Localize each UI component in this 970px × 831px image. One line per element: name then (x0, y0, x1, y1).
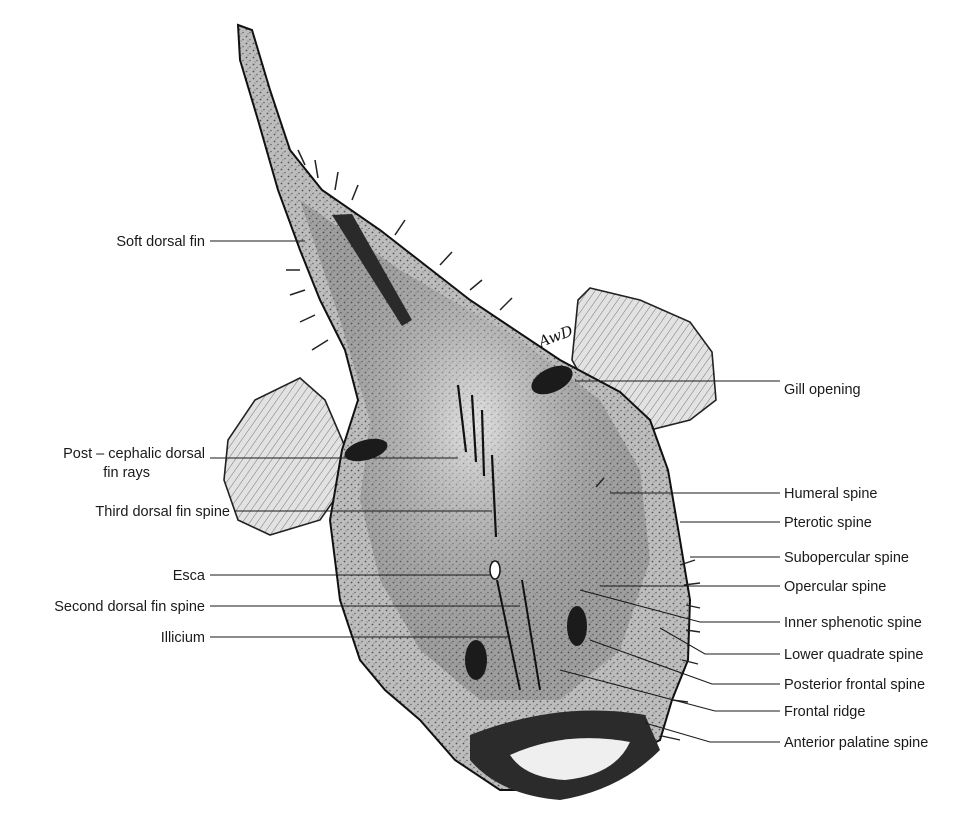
label-frontal-ridge: Frontal ridge (784, 704, 865, 720)
esca-shape (490, 561, 500, 579)
label-posterior-frontal-spine: Posterior frontal spine (784, 677, 925, 693)
label-pterotic-spine: Pterotic spine (784, 515, 872, 531)
label-esca: Esca (173, 568, 206, 584)
eye-left (465, 640, 487, 680)
label-subopercular-spine: Subopercular spine (784, 550, 909, 566)
label-lower-quadrate-spine: Lower quadrate spine (784, 647, 923, 663)
label-second-dorsal-fin-spine: Second dorsal fin spine (54, 599, 205, 615)
label-humeral-spine: Humeral spine (784, 486, 878, 502)
label-post-cephalic-line1: Post – cephalic dorsal (63, 446, 205, 462)
label-post-cephalic-line2: fin rays (103, 465, 150, 481)
label-inner-sphenotic-spine: Inner sphenotic spine (784, 615, 922, 631)
label-opercular-spine: Opercular spine (784, 579, 886, 595)
label-anterior-palatine-spine: Anterior palatine spine (784, 735, 928, 751)
eye-right (567, 606, 587, 646)
label-illicium: Illicium (161, 630, 205, 646)
label-third-dorsal-fin-spine: Third dorsal fin spine (95, 504, 230, 520)
artist-signature: AwD (534, 322, 575, 352)
label-gill-opening: Gill opening (784, 382, 861, 398)
label-soft-dorsal-fin: Soft dorsal fin (116, 234, 205, 250)
